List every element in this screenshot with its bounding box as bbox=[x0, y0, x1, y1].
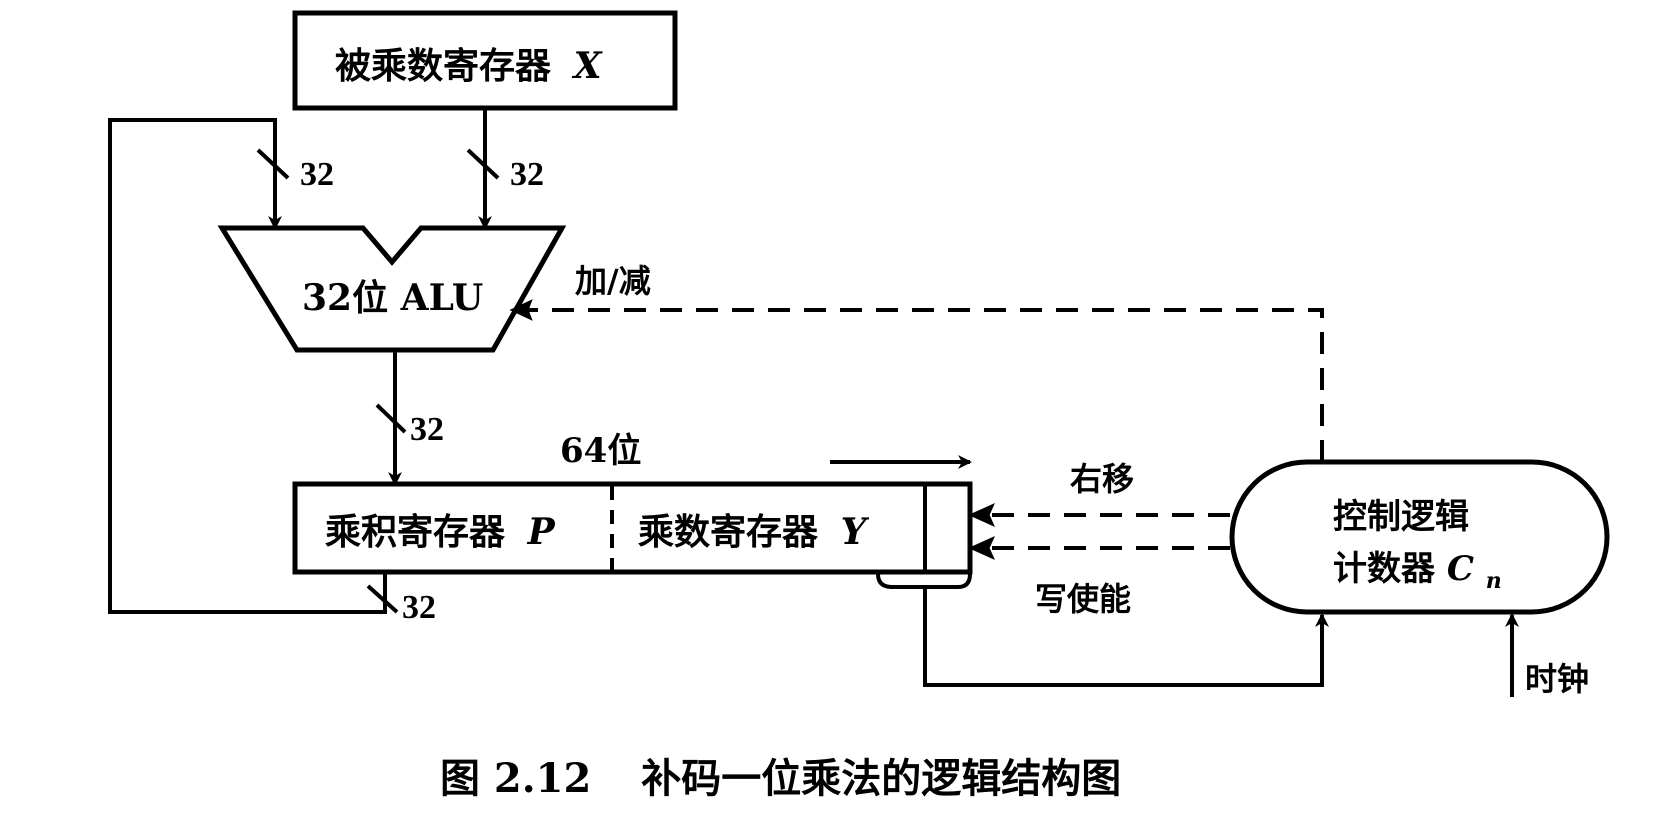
width-64bit-label: 64位 bbox=[560, 431, 641, 471]
product-register-var: P bbox=[527, 511, 556, 553]
write-enable-arrowhead bbox=[968, 536, 995, 560]
feedback-bus-line bbox=[108, 118, 387, 614]
shift-right-label: 右移 bbox=[1070, 460, 1134, 498]
bus-width-label-feedback: 32 bbox=[402, 589, 436, 626]
bus-width-label-left: 32 bbox=[300, 156, 334, 193]
caption-number: 图 2.12 bbox=[440, 755, 591, 802]
svg-text:被乘数寄存器 X: 被乘数寄存器 X bbox=[335, 45, 604, 87]
alu-label: 32位 ALU bbox=[302, 277, 483, 319]
bus-width-label-alu-out: 32 bbox=[410, 411, 444, 448]
multiplier-register-var: Y bbox=[841, 511, 870, 553]
write-enable-label: 写使能 bbox=[1035, 580, 1131, 618]
multiplicand-register-var: X bbox=[572, 45, 604, 87]
multiplicand-register-x: 被乘数寄存器 X bbox=[292, 10, 678, 111]
alu-32bit: 32位 ALU bbox=[217, 225, 567, 353]
add-sub-arrowhead bbox=[509, 299, 533, 321]
bus-width-slash-right bbox=[466, 148, 500, 180]
multiplicand-register-label: 被乘数寄存器 bbox=[335, 45, 552, 87]
svg-text:乘积寄存器 P: 乘积寄存器 P bbox=[325, 511, 556, 553]
control-logic-line2: 计数器 bbox=[1333, 549, 1436, 589]
counter-var: C bbox=[1447, 549, 1474, 589]
figure-caption: 图 2.12 补码一位乘法的逻辑结构图 bbox=[440, 755, 1121, 802]
svg-text:计数器 C n: 计数器 C n bbox=[1333, 549, 1502, 594]
shift-right-arrowhead bbox=[968, 503, 995, 527]
add-sub-control-line bbox=[518, 308, 1324, 462]
control-logic-counter: 控制逻辑 计数器 C n bbox=[1229, 459, 1610, 615]
bus-width-slash-feedback bbox=[366, 584, 399, 614]
bus-width-slash-left bbox=[256, 148, 290, 180]
product-multiplier-register: 乘积寄存器 P 乘数寄存器 Y bbox=[292, 481, 973, 575]
bus-width-label-right: 32 bbox=[510, 156, 544, 193]
add-sub-label: 加/减 bbox=[575, 262, 651, 300]
bus-width-slash-alu-out bbox=[375, 403, 407, 434]
counter-subscript: n bbox=[1486, 568, 1502, 594]
caption-title: 补码一位乘法的逻辑结构图 bbox=[641, 755, 1121, 802]
product-register-label: 乘积寄存器 bbox=[325, 511, 506, 553]
multiplier-register-label: 乘数寄存器 bbox=[638, 511, 819, 553]
low-bits-feedback-line bbox=[876, 573, 1322, 687]
svg-text:乘数寄存器 Y: 乘数寄存器 Y bbox=[638, 511, 870, 553]
clock-label: 时钟 bbox=[1525, 660, 1589, 698]
control-logic-line1: 控制逻辑 bbox=[1333, 497, 1469, 537]
